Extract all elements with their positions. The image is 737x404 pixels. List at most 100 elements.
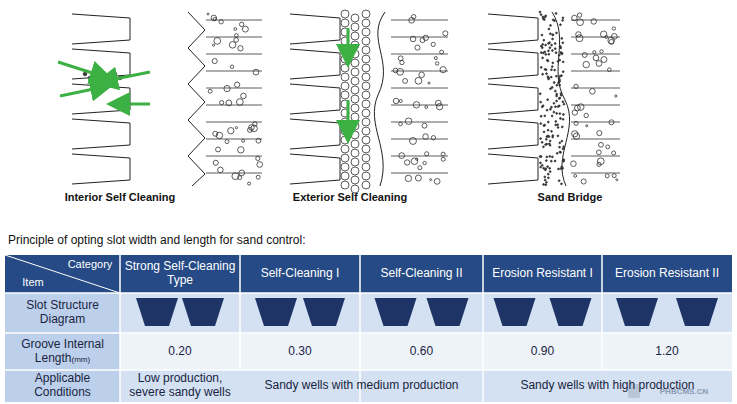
table-cell: Self-Cleaning I bbox=[242, 256, 358, 292]
sand-grain bbox=[256, 138, 261, 143]
sand-grain bbox=[574, 84, 578, 88]
sand-grain bbox=[551, 156, 553, 158]
screen-wire bbox=[488, 154, 538, 184]
sand-grain bbox=[83, 72, 87, 76]
sand-grain bbox=[548, 43, 550, 45]
label-text: Strong Self-Cleaning Type bbox=[122, 260, 238, 288]
sand-grain bbox=[546, 59, 548, 61]
sand-grain bbox=[548, 50, 550, 52]
sand-grain bbox=[435, 62, 438, 65]
sand-grain bbox=[540, 156, 542, 158]
sand-grain bbox=[256, 156, 260, 160]
sand-grain bbox=[415, 45, 420, 50]
sand-grain bbox=[578, 104, 585, 111]
sand-grain bbox=[560, 24, 562, 26]
label-text: Item bbox=[22, 276, 43, 289]
sand-grain bbox=[608, 37, 615, 44]
sand-grain bbox=[351, 68, 359, 76]
sand-grain bbox=[576, 32, 581, 37]
sand-grain bbox=[542, 16, 544, 18]
label-text: Sand Bridge bbox=[538, 191, 603, 204]
grain-line bbox=[391, 173, 448, 174]
sand-grain bbox=[230, 65, 233, 68]
sand-grain bbox=[540, 45, 542, 47]
sand-grain bbox=[551, 130, 553, 132]
sand-grain bbox=[540, 123, 542, 125]
sand-grain bbox=[411, 14, 415, 18]
label-text: Sandy wells with medium production bbox=[264, 379, 458, 393]
sand-grain bbox=[239, 22, 243, 26]
sand-grain bbox=[541, 106, 543, 108]
sand-grain bbox=[362, 82, 370, 90]
sand-grain bbox=[552, 135, 554, 137]
sand-grain bbox=[234, 34, 238, 38]
table-cell: Applicable Conditions bbox=[7, 371, 118, 401]
sand-grain bbox=[540, 162, 542, 164]
sand-grain bbox=[351, 14, 359, 22]
sand-grain bbox=[576, 35, 583, 42]
sand-grain bbox=[341, 19, 349, 27]
sand-grain bbox=[562, 148, 564, 150]
label-text: Self-Cleaning I bbox=[261, 267, 340, 281]
table-cell: Item bbox=[8, 274, 58, 290]
table-cell: Strong Self-Cleaning Type bbox=[122, 256, 238, 292]
screen-wire bbox=[290, 14, 340, 44]
sand-grain bbox=[547, 121, 549, 123]
sand-grain bbox=[553, 111, 555, 113]
sand-grain bbox=[548, 53, 550, 55]
grain-line bbox=[391, 37, 448, 38]
sand-grain bbox=[212, 44, 214, 46]
label-text: 0.60 bbox=[410, 345, 433, 359]
grain-line bbox=[391, 20, 448, 21]
sand-grain bbox=[555, 75, 557, 77]
sand-grain bbox=[559, 84, 561, 86]
sand-grain bbox=[572, 15, 578, 21]
grain-line bbox=[571, 71, 620, 72]
sand-grain bbox=[234, 82, 239, 87]
sand-grain bbox=[362, 28, 370, 36]
sand-grain bbox=[590, 89, 596, 95]
label-text: Low production, severe sandy wells bbox=[122, 372, 238, 400]
sand-grain bbox=[549, 171, 551, 173]
sand-grain bbox=[546, 109, 548, 111]
sand-grain bbox=[550, 88, 552, 90]
sand-grain bbox=[253, 69, 259, 75]
screen-wire bbox=[72, 154, 130, 184]
sand-grain bbox=[539, 11, 541, 13]
sand-grain bbox=[362, 154, 370, 162]
sand-grain bbox=[545, 168, 547, 170]
sand-grain bbox=[540, 14, 542, 16]
sand-grain bbox=[88, 76, 92, 80]
sand-grain bbox=[611, 34, 617, 40]
sand-grain bbox=[431, 42, 435, 46]
sand-grain bbox=[557, 127, 559, 129]
sand-grain bbox=[236, 99, 243, 106]
slot-profile bbox=[303, 298, 345, 326]
sand-grain bbox=[351, 50, 359, 58]
sand-grain bbox=[351, 149, 359, 157]
sand-grain bbox=[574, 121, 578, 125]
sand-grain bbox=[341, 82, 349, 90]
sand-grain bbox=[341, 91, 349, 99]
table-cell: 1.20 bbox=[604, 334, 730, 369]
grain-line bbox=[391, 71, 448, 72]
label-text: Erosion Resistant II bbox=[615, 267, 719, 281]
sand-grain bbox=[550, 76, 552, 78]
sand-grain bbox=[543, 167, 545, 169]
sand-grain bbox=[257, 162, 263, 168]
sand-grain bbox=[550, 160, 552, 162]
screen-wire bbox=[290, 154, 340, 184]
sand-grain bbox=[234, 28, 237, 31]
sand-grain bbox=[555, 13, 557, 15]
sand-grain bbox=[434, 57, 437, 60]
sand-grain bbox=[544, 68, 546, 70]
slot-profile bbox=[494, 298, 536, 326]
sand-grain bbox=[341, 10, 349, 18]
sand-grain bbox=[399, 122, 403, 126]
grain-line bbox=[206, 88, 262, 89]
label-text: Groove Internal Length bbox=[21, 337, 104, 365]
sand-grain bbox=[549, 155, 551, 157]
sand-grain bbox=[219, 20, 223, 24]
sand-grain bbox=[597, 131, 602, 136]
table-cell: 0.30 bbox=[242, 334, 358, 369]
